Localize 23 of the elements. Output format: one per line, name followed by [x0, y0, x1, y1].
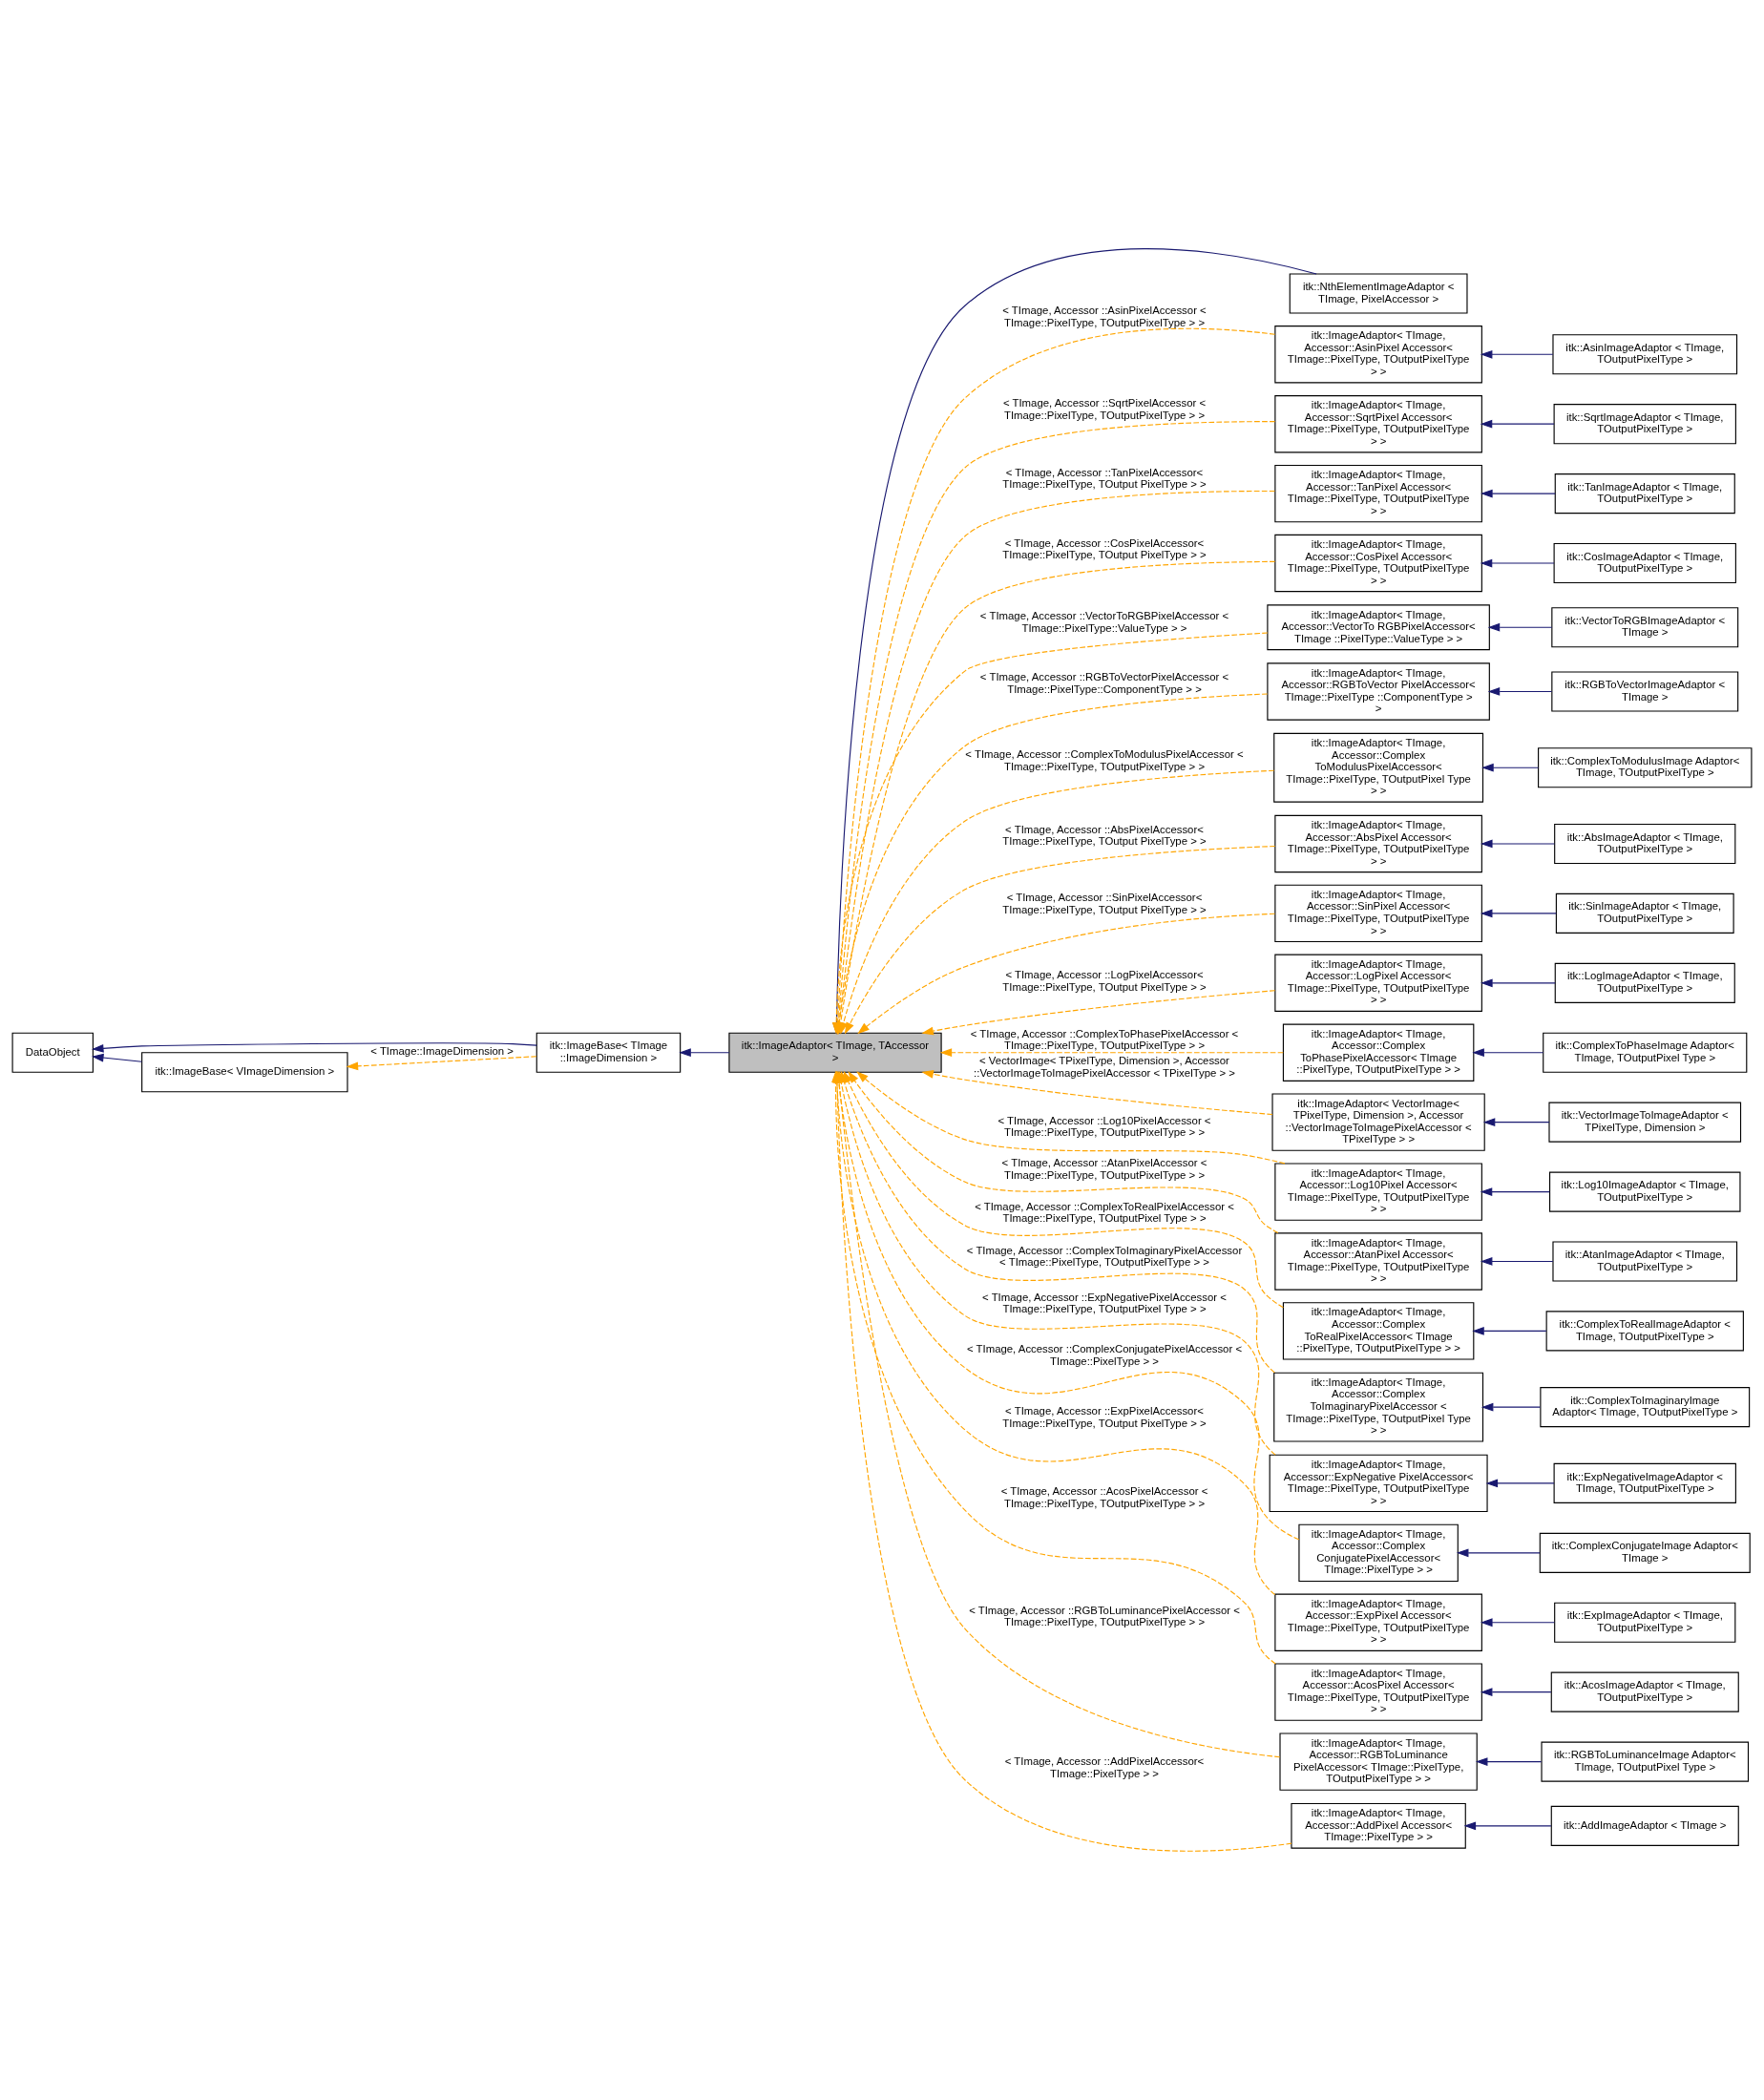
edge-label: < TImage, Accessor ::RGBToLuminancePixelAccessor < TImage::PixelType, TOutputPixelType > >: [969, 1604, 1240, 1628]
edge-label: < TImage, Accessor ::AddPixelAccessor< TImage::PixelType > >: [1004, 1755, 1205, 1779]
edge-label: < TImage, Accessor ::ExpNegativePixelAccessor < TImage::PixelType, TOutputPixel Type > >: [982, 1291, 1227, 1315]
edge-label: < TImage::ImageDimension >: [370, 1045, 514, 1058]
edge-label: < TImage, Accessor ::AsinPixelAccessor < TImage::PixelType, TOutputPixelType > >: [1002, 304, 1207, 328]
edge-label: < TImage, Accessor ::TanPixelAccessor< TImage::PixelType, TOutput PixelType > >: [1002, 466, 1207, 491]
edge-label: < TImage, Accessor ::CosPixelAccessor< TImage::PixelType, TOutput PixelType > >: [1002, 536, 1207, 561]
edge-label: < TImage, Accessor ::SinPixelAccessor< TImage::PixelType, TOutput PixelType > >: [1002, 892, 1207, 915]
edge-label: < TImage, Accessor ::RGBToVectorPixelAccessor < TImage::PixelType::ComponentType > >: [979, 671, 1229, 695]
edge-label: < TImage, Accessor ::ExpPixelAccessor< TImage::PixelType, TOutput PixelType > >: [1002, 1405, 1207, 1429]
edge-label: < TImage, Accessor ::AcosPixelAccessor < TImage::PixelType, TOutputPixelType > >: [1000, 1485, 1208, 1509]
edge-label: < TImage, Accessor ::VectorToRGBPixelAccessor < TImage::PixelType::ValueType > >: [979, 610, 1229, 634]
edge-label: < VectorImage< TPixelType, Dimension >, Accessor ::VectorImageToImagePixelAccessor < TPixelType > >: [974, 1055, 1235, 1079]
edge-label: < TImage, Accessor ::LogPixelAccessor< TImage::PixelType, TOutput PixelType > >: [1002, 969, 1207, 993]
edge-label: < TImage, Accessor ::ComplexToModulusPixelAccessor < TImage::PixelType, TOutputPixelType > >: [965, 747, 1244, 772]
edge-label: < TImage, Accessor ::ComplexToRealPixelAccessor < TImage::PixelType, TOutputPixel Type > >: [975, 1200, 1234, 1225]
edge-label: < TImage, Accessor ::AtanPixelAccessor < TImage::PixelType, TOutputPixelType > >: [1001, 1157, 1208, 1181]
edge-label: < TImage, Accessor ::AbsPixelAccessor< TImage::PixelType, TOutput PixelType > >: [1002, 823, 1207, 848]
edge-label: < TImage, Accessor ::ComplexConjugatePixelAccessor < TImage::PixelType > >: [966, 1343, 1243, 1367]
edge-label: < TImage, Accessor ::Log10PixelAccessor < TImage::PixelType, TOutputPixelType > >: [998, 1114, 1211, 1139]
edge-label: < TImage, Accessor ::ComplexToPhasePixelAccessor < TImage::PixelType, TOutputPixelType > >: [970, 1027, 1239, 1052]
edge-label: < TImage, Accessor ::ComplexToImaginaryPixelAccessor < TImage::PixelType, TOutputPixelType > >: [966, 1244, 1243, 1269]
edge-label: < TImage, Accessor ::SqrtPixelAccessor < TImage::PixelType, TOutputPixelType > >: [1002, 396, 1207, 421]
